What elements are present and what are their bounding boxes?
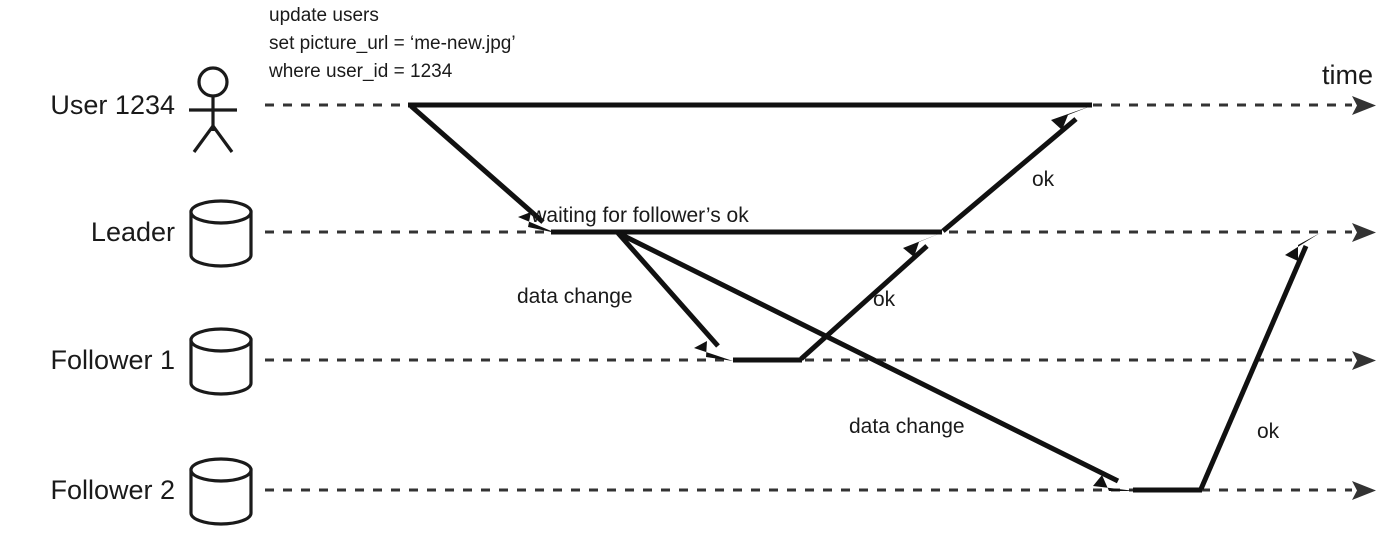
message-arrow-ok-follower-1	[799, 233, 941, 361]
arrowhead-icon	[1285, 233, 1320, 261]
time-axis-label: time	[1322, 60, 1373, 90]
arrowhead-icon	[903, 233, 941, 257]
arrow-tip-user-1234-icon	[1352, 96, 1376, 115]
message-label-data-change-follower-1: data change	[517, 285, 633, 308]
message-label-data-change-follower-2: data change	[849, 415, 965, 438]
lifelines-group	[265, 103, 1352, 492]
arrowhead-icon	[1093, 475, 1135, 491]
query-text-block: update users set picture_url = ‘me-new.j…	[268, 5, 516, 82]
message-label-ok-user: ok	[1032, 168, 1055, 191]
message-arrow-data-change-follower-1	[616, 231, 733, 361]
message-arrow-ok-user	[941, 106, 1091, 233]
participant-label-follower-1: Follower 1	[50, 345, 175, 375]
query-line-2: set picture_url = ‘me-new.jpg’	[269, 33, 516, 54]
arrowhead-icon	[694, 341, 733, 361]
arrow-tip-leader-icon	[1352, 223, 1376, 242]
actor-stick-figure-icon	[189, 66, 237, 153]
message-label-ok-follower-1: ok	[873, 288, 896, 311]
query-line-3: where user_id = 1234	[268, 61, 453, 82]
lifeline-arrowheads-group	[1352, 96, 1376, 500]
annotation-waiting-for-followers-ok: waiting for follower’s ok	[530, 204, 749, 227]
database-cylinder-follower-1-icon	[189, 327, 253, 396]
message-arrow-data-change-follower-2	[616, 230, 1135, 491]
activation-bars-group	[408, 102, 1202, 493]
arrow-tip-follower-2-icon	[1352, 481, 1376, 500]
arrow-tip-follower-1-icon	[1352, 351, 1376, 370]
message-arrow-ok-follower-2	[1198, 233, 1320, 490]
participant-label-user-1234: User 1234	[50, 90, 175, 120]
arrowhead-icon	[1051, 106, 1091, 130]
message-arrow-request	[409, 104, 556, 233]
query-line-1: update users	[269, 5, 379, 26]
database-cylinder-follower-2-icon	[189, 457, 253, 526]
message-label-ok-follower-2: ok	[1257, 420, 1280, 443]
participant-label-leader: Leader	[91, 217, 175, 247]
database-cylinder-leader-icon	[189, 199, 253, 268]
participant-label-follower-2: Follower 2	[50, 475, 175, 505]
arrowhead-icon	[518, 212, 556, 233]
